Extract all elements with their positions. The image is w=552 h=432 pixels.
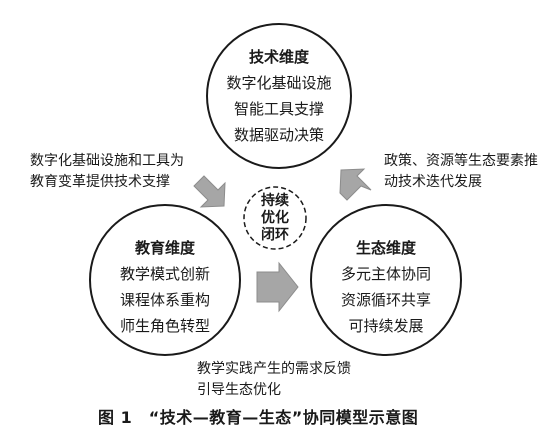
center-label: 优化 (261, 210, 289, 226)
edge-label-tech-to-edu: 教育变革提供技术支撑 (30, 174, 170, 190)
edu-title: 教育维度 (134, 239, 195, 257)
center-label: 闭环 (261, 227, 289, 243)
edge-label-eco-to-tech: 动技术迭代发展 (384, 174, 482, 190)
eco-item: 可持续发展 (348, 317, 424, 335)
edge-label-edu-to-eco: 引导生态优化 (197, 382, 281, 398)
edu-item: 教学模式创新 (119, 265, 210, 283)
tech-item: 数字化基础设施 (226, 74, 332, 92)
eco-item: 资源循环共享 (340, 291, 431, 309)
edu-circle (89, 204, 241, 356)
tech-item: 数据驱动决策 (233, 126, 324, 144)
tech-item: 智能工具支撑 (233, 100, 324, 118)
edu-item: 课程体系重构 (119, 291, 210, 309)
center-loop-circle (243, 186, 307, 250)
edge-label-edu-to-eco: 教学实践产生的需求反馈 (197, 361, 351, 377)
tech-title: 技术维度 (248, 48, 309, 66)
tech-circle (206, 23, 352, 169)
figure-caption: 图 1 “技术—教育—生态”协同模型示意图 (98, 408, 419, 427)
edge-label-tech-to-edu: 数字化基础设施和工具为 (30, 153, 184, 169)
edge-label-eco-to-tech: 政策、资源等生态要素推 (384, 153, 538, 169)
eco-circle (310, 204, 462, 356)
center-label: 持续 (261, 193, 289, 209)
arrow-tech-to-edu (193, 175, 226, 208)
arrow-eco-to-tech (339, 168, 372, 201)
arrow-edu-to-eco (256, 261, 299, 313)
edu-item: 师生角色转型 (119, 317, 210, 335)
eco-item: 多元主体协同 (340, 265, 431, 283)
eco-title: 生态维度 (355, 239, 416, 257)
